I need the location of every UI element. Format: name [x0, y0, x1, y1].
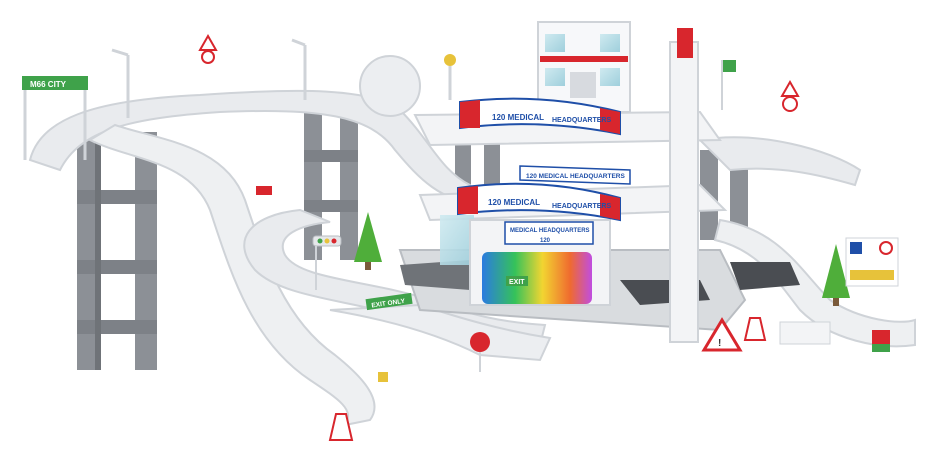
tower-column — [669, 41, 699, 343]
traffic-light-icon — [312, 235, 342, 290]
glass-elevator — [440, 215, 474, 265]
banner-middle-back: 120 MEDICAL HEADQUARTERS — [519, 165, 631, 185]
warning-sign-icon: ! — [701, 317, 743, 352]
rainbow-gate — [482, 252, 592, 304]
exit-road — [329, 303, 552, 362]
helipad — [359, 55, 421, 117]
down-ramp-track — [87, 123, 376, 427]
banner-top-headquarters: HEADQUARTERS — [552, 117, 611, 124]
city-sign-text: M66 CITY — [30, 80, 67, 89]
road-sign-icon — [198, 33, 899, 372]
tree-icon — [354, 212, 850, 306]
pillar-left — [77, 132, 157, 370]
street-lamp-icon — [111, 38, 456, 118]
exit-gate-text: EXIT — [509, 279, 525, 286]
banner-lower-number: 120 — [540, 238, 551, 244]
exit-only-sign: EXIT ONLY — [365, 292, 413, 311]
upper-ramp-track — [28, 89, 482, 207]
barrier-icon — [328, 317, 831, 441]
banner-middle-medical: 120 MEDICAL — [488, 198, 540, 207]
banner-top: 120 MEDICAL HEADQUARTERS — [459, 97, 621, 136]
svg-text:!: ! — [718, 338, 721, 349]
exit-gate-sign: EXIT — [506, 276, 528, 286]
banner-middle: 120 MEDICAL HEADQUARTERS — [457, 182, 621, 222]
banner-lower-text: MEDICAL HEADQUARTERS — [510, 228, 590, 234]
city-sign: M66 CITY — [22, 76, 88, 160]
garage-building — [359, 21, 728, 343]
exit-only-text: EXIT ONLY — [371, 298, 406, 310]
banner-middle-headquarters: HEADQUARTERS — [552, 203, 611, 210]
right-ramp-track — [697, 136, 862, 187]
banner-lower: MEDICAL HEADQUARTERS 120 — [504, 221, 594, 245]
banner-middle-back-text: 120 MEDICAL HEADQUARTERS — [526, 173, 626, 180]
banner-top-medical: 120 MEDICAL — [492, 113, 544, 122]
